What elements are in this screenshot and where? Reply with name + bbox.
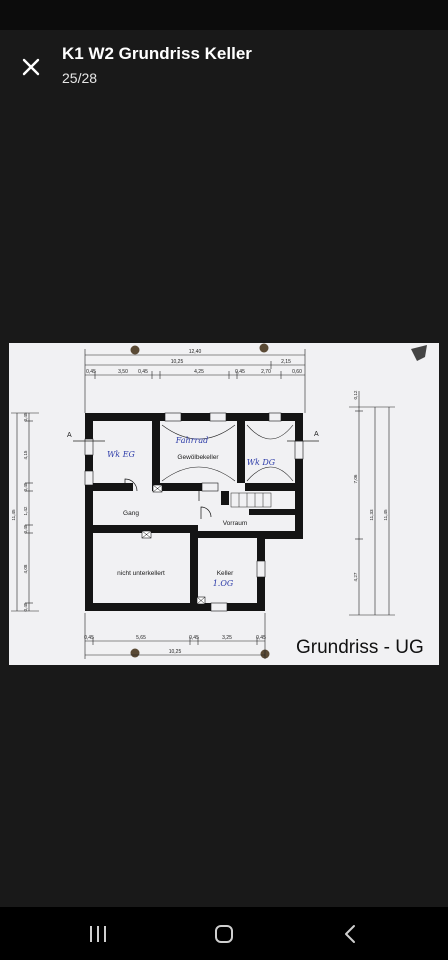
dim-left-chain: 4,08: [23, 564, 28, 573]
dim-bottom-chain: 5,65: [136, 635, 146, 641]
recent-apps-icon: [90, 926, 106, 942]
dim-top-chain: 0,60: [292, 369, 302, 375]
section-mark: A: [67, 432, 72, 439]
dim-top-chain: 0,45: [235, 369, 245, 375]
dim-bottom-chain: 0,45: [256, 635, 266, 641]
stairs: [230, 492, 272, 508]
dim-right: 11,33: [369, 509, 374, 521]
system-navigation-bar: [0, 907, 448, 960]
vault-lines: [161, 424, 294, 482]
plan-caption: Grundriss - UG: [296, 637, 424, 658]
punch-hole: [130, 345, 140, 355]
home-button[interactable]: [200, 919, 248, 949]
dim-bottom-chain: 0,45: [84, 635, 94, 641]
home-icon: [215, 925, 233, 943]
note-we-dg: Wk DG: [247, 458, 276, 467]
dim-left-chain: 0,45: [23, 524, 28, 533]
dim-bottom-chain: 3,25: [222, 635, 232, 641]
note-og: 1.OG: [213, 579, 234, 588]
door-swings: [124, 478, 212, 519]
dim-top-inner: 10,25: [171, 359, 184, 365]
marker-crosses: [141, 484, 206, 605]
top-dimension-lines: [84, 349, 306, 413]
dim-left-chain: 4,15: [23, 450, 28, 459]
dim-top-total: 12,40: [189, 349, 202, 355]
right-dimension-lines: [349, 391, 395, 616]
dim-bottom-total: 10,25: [169, 649, 182, 655]
left-dimension-lines: [11, 412, 39, 612]
floor-plan-drawing: 12,40 10,25 2,15 0,45 3,50 0,45 4,25 0,4…: [9, 343, 439, 665]
dim-left-chain: 0,45: [23, 602, 28, 611]
paper-clip: [411, 345, 427, 361]
room-nicht-unterkellert: nicht unterkellert: [117, 570, 165, 577]
dim-left-chain: 0,45: [23, 482, 28, 491]
dim-top-chain: 0,45: [138, 369, 148, 375]
dim-top-chain: 4,25: [194, 369, 204, 375]
dim-right: 4,27: [353, 572, 358, 581]
viewer-header: K1 W2 Grundriss Keller 25/28: [0, 30, 448, 100]
back-icon: [345, 925, 355, 943]
close-button[interactable]: [14, 50, 48, 84]
room-keller: Keller: [217, 570, 234, 577]
section-mark: A: [314, 431, 319, 438]
dim-right: 7,06: [353, 474, 358, 483]
image-counter: 25/28: [62, 70, 98, 86]
dim-top-chain: 0,45: [86, 369, 96, 375]
dim-left-chain: 0,45: [23, 412, 28, 421]
dim-right: 11,45: [383, 509, 388, 521]
dim-left-chain: 1,42: [23, 506, 28, 515]
dim-bottom-chain: 0,45: [189, 635, 199, 641]
dim-top-chain: 3,50: [118, 369, 128, 375]
dim-top-chain: 2,70: [261, 369, 271, 375]
punch-hole: [130, 648, 140, 658]
room-vorraum: Vorraum: [223, 520, 248, 527]
dim-top-right: 2,15: [281, 359, 291, 365]
windows: [84, 412, 304, 612]
door-opening: [201, 482, 219, 492]
recent-apps-button[interactable]: [74, 919, 122, 949]
room-gewoelbekeller: Gewölbekeller: [177, 454, 219, 461]
note-fahrrad: Fahrrad: [175, 436, 208, 445]
floor-plan-photo[interactable]: 12,40 10,25 2,15 0,45 3,50 0,45 4,25 0,4…: [9, 343, 439, 665]
note-we-eg: Wk EG: [107, 450, 135, 459]
close-icon: [22, 58, 40, 76]
bottom-dimension-lines: [84, 613, 266, 659]
dim-right: 0,12: [353, 390, 358, 399]
back-button[interactable]: [326, 919, 374, 949]
dim-left-total: 11,45: [11, 509, 16, 521]
image-title: K1 W2 Grundriss Keller: [62, 44, 252, 63]
room-gang: Gang: [123, 510, 139, 517]
punch-hole: [259, 343, 269, 353]
status-bar: [0, 0, 448, 30]
